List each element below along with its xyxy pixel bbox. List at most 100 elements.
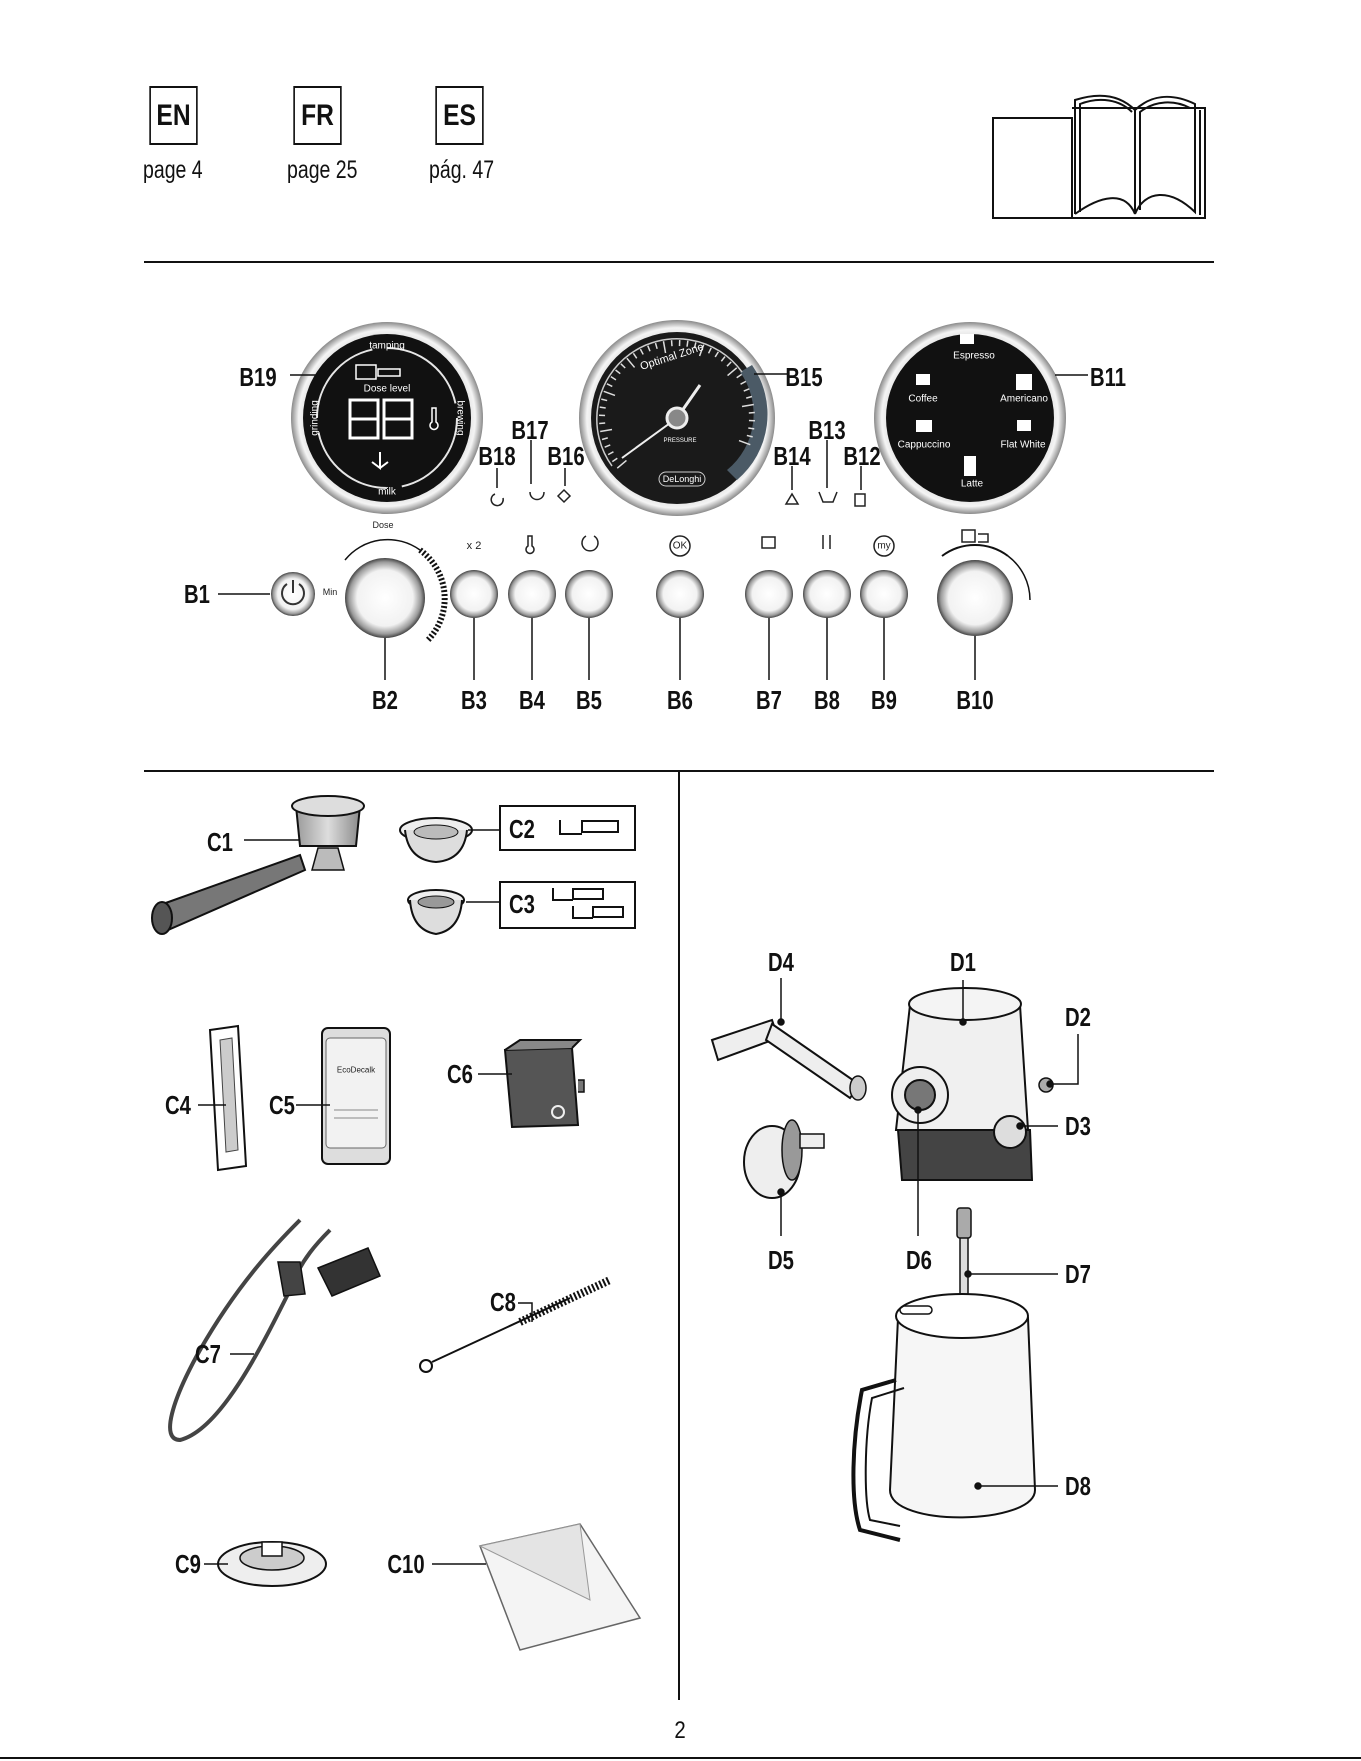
label-b18: B18 [478,441,516,471]
double-shot-button-b3[interactable] [450,570,498,618]
ok-button-b6[interactable] [656,570,704,618]
power-cord-c7 [168,1218,381,1443]
mark-x2: x 2 [466,540,482,552]
lang-code-en[interactable]: EN [149,86,198,145]
gauge-scale-text: PRESSURE [663,438,697,444]
label-c4: C4 [165,1090,191,1120]
label-b17: B17 [511,415,549,445]
gauge-tick [654,342,658,349]
label-c7: C7 [195,1339,221,1369]
gauge-tick [707,347,712,354]
gauge-tick [601,437,608,441]
gauge-tick [600,428,613,433]
beverage-knob-b10[interactable] [937,560,1013,636]
panel-leaders [218,373,1088,680]
button-icons [490,488,989,557]
descaler-c5 [321,1027,391,1165]
gauge-tick [620,363,626,369]
portafilter-c1 [151,795,365,935]
label-c1: C1 [207,827,233,857]
label-c6: C6 [447,1059,473,1089]
label-b5: B5 [576,685,602,715]
beverage-flat-white: Flat White [1000,439,1046,451]
label-b3: B3 [461,685,487,715]
gauge-tick [714,351,719,358]
lang-code-fr[interactable]: FR [293,86,342,145]
c5-product-name: EcoDecalk [336,1065,376,1075]
label-b11: B11 [1089,362,1127,392]
label-c8: C8 [490,1287,516,1317]
water-tank-icon [854,493,866,507]
eco-icon [490,493,504,507]
tamping-alert-icon [529,491,545,501]
gauge-tick [693,342,697,349]
cleaning-brush-c8 [419,1276,612,1373]
mark-ok: OK [672,540,688,552]
beverage-cappuccino: Cappuccino [897,439,951,451]
mark-my: my [877,540,891,552]
label-b12: B12 [843,441,881,471]
display-text-grinding: grinding [309,400,321,436]
gauge-tick [746,395,753,399]
display-left [291,322,483,514]
water-filter-c6 [503,1039,585,1129]
label-d3: D3 [1065,1111,1091,1141]
power-button-b1[interactable] [271,572,315,616]
label-c10: C10 [387,1549,425,1579]
gauge-tick [606,383,613,388]
hot-water-alert-icon [556,488,572,504]
grind-knob-b2[interactable] [345,558,425,638]
display-beverages [874,322,1066,514]
gauge-tick [726,361,732,367]
gauge-tick [746,434,753,438]
single-dose-icon [559,820,619,835]
lang-page-fr[interactable]: page 25 [287,156,358,184]
gauge-tick [740,380,747,385]
hot-water-button-b5[interactable] [565,570,613,618]
label-b9: B9 [871,685,897,715]
c3-box [499,881,636,929]
gauge-tick [610,376,617,381]
gauge-tick [686,340,689,347]
gauge-tick [647,345,651,352]
label-b19: B19 [239,362,277,392]
label-d7: D7 [1065,1259,1091,1289]
label-b8: B8 [814,685,840,715]
gauge-tick [738,439,751,446]
gauge-tick [698,344,705,357]
pressure-gauge [579,320,775,516]
lang-code-es[interactable]: ES [435,86,484,145]
beverage-espresso: Espresso [953,350,995,362]
milk-system-leaders [777,978,1079,1490]
beverage-latte: Latte [960,478,984,490]
cup-button-b7[interactable] [745,570,793,618]
gauge-tick [611,457,618,463]
mark-min: Min [322,587,338,597]
label-c9: C9 [175,1549,201,1579]
d3-knob [993,1115,1027,1149]
ok-icon [669,535,691,557]
milk-button-b8[interactable] [803,570,851,618]
gauge-tick [748,427,755,430]
label-b13: B13 [808,415,846,445]
my-button-b9[interactable] [860,570,908,618]
gauge-tick [720,356,726,362]
lang-page-es[interactable]: pág. 47 [429,156,495,184]
lang-page-en[interactable]: page 4 [143,156,203,184]
froth-arm-d4 [710,1018,867,1101]
temperature-button-b4[interactable] [508,570,556,618]
label-d1: D1 [950,947,976,977]
gauge-tick [603,390,616,397]
page-number: 2 [674,1717,686,1744]
label-b14: B14 [773,441,811,471]
display-text-dose-level: Dose level [363,383,411,395]
gauge-tick [741,403,754,408]
gauge-tick [743,388,750,392]
test-strip-c4 [208,1024,248,1172]
buttons-row [271,538,1031,643]
label-b7: B7 [756,685,782,715]
gauge-tick [601,398,608,402]
cup-icon [761,536,776,549]
gauge-tick [727,367,738,377]
label-b6: B6 [667,685,693,715]
